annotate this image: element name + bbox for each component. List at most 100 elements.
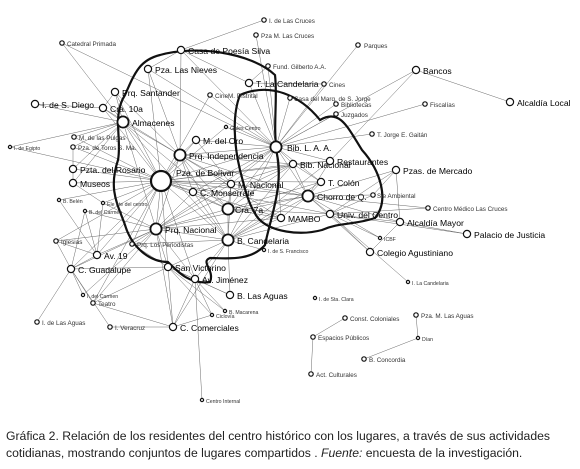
edge-n61-n66: [194, 278, 213, 316]
edge-n47-n49: [399, 221, 468, 235]
node-espacios-publicos: Espacios Públicos: [310, 334, 369, 342]
node-bib-nacional: Bib. Nacional: [288, 159, 351, 170]
edge-n58-n66: [167, 266, 213, 316]
edge-n23-n36: [195, 139, 232, 185]
node-marker: [422, 101, 428, 107]
node-icbf: ICBF: [377, 235, 396, 243]
edge-n01-n04: [180, 19, 265, 51]
node-b-concordia: B. Concordia: [361, 356, 406, 364]
node-marker: [333, 111, 339, 117]
node-const-coloniales: Const. Coloniales: [342, 315, 399, 323]
node-marker: [269, 140, 283, 154]
node-i-de-s-diego: I. de S. Diego: [30, 99, 94, 110]
edge-n35-n41: [72, 182, 104, 204]
node-marker: [377, 235, 383, 241]
edge-n24-n48: [155, 146, 277, 230]
node-label: Bib. Nacional: [300, 160, 351, 170]
edge-n24-n03: [61, 42, 277, 148]
node-label: I. de S. Diego: [42, 100, 94, 110]
edge-n32-n26: [9, 146, 162, 182]
edge-n72-n74: [363, 337, 419, 360]
edge-n54-n50: [55, 240, 98, 256]
edge-n37-n47: [307, 195, 401, 223]
node-marker: [92, 250, 102, 260]
edge-n28-n07: [147, 68, 181, 156]
edge-n24-n08: [248, 82, 277, 148]
node-marker: [413, 312, 419, 318]
edge-n44-n37: [227, 195, 309, 210]
edge-n52-n40: [192, 191, 229, 241]
node-label: I. del Carmen: [87, 294, 118, 300]
node-marker: [107, 324, 113, 330]
node-label: I. de Sta. Clara: [319, 297, 354, 303]
node-san-victorino: San Victorino: [163, 262, 226, 273]
node-label: B. Candelaria: [237, 236, 289, 246]
node-label: Act. Culturales: [316, 372, 357, 379]
node-label: Prq. Los Periodistas: [137, 242, 193, 249]
edge-n28-n40: [179, 154, 194, 193]
edge-n10-n24: [275, 69, 417, 148]
node-m-del-oro: M. del Oro: [191, 135, 243, 146]
node-c-guadalupe: C. Guadalupe: [66, 264, 131, 275]
edge-n48-n29: [155, 163, 294, 230]
node-marker: [370, 192, 376, 198]
node-marker: [221, 233, 235, 247]
edge-n57-n70: [70, 268, 111, 328]
node-t-la-candelaria: T. La Candelaria: [244, 78, 319, 89]
edge-n24-n37: [275, 146, 309, 197]
node-m-nacional: M. Nacional: [226, 179, 283, 190]
edge-n44-n46: [227, 208, 331, 215]
edge-n24-n25: [275, 133, 373, 148]
edge-n29-n33: [292, 163, 322, 183]
edge-n28-n16: [102, 107, 181, 156]
edge-n73-n75: [310, 336, 314, 375]
node-label: C. Comerciales: [180, 323, 239, 333]
edge-n20-n44: [122, 121, 229, 210]
node-marker: [223, 124, 229, 130]
node-label: Almacenes: [132, 118, 175, 128]
node-marker: [287, 95, 293, 101]
node-b-las-aguas: B. Las Aguas: [225, 290, 288, 301]
node-marker: [369, 131, 375, 137]
edge-n24-n09: [275, 83, 325, 148]
node-marker: [395, 217, 405, 227]
node-label: Centro Médico Las Cruces: [433, 206, 508, 213]
edge-n24-n28: [179, 146, 277, 156]
edge-n24-n12: [209, 94, 277, 148]
edge-n44-n29: [227, 163, 294, 210]
node-chorro-de-q: Chorro de Q.: [301, 189, 367, 203]
node-cra-10a: Cra. 10a: [98, 103, 143, 114]
node-b-candelaria: B. Candelaria: [221, 233, 289, 247]
edge-n48-n60: [82, 228, 157, 296]
edge-n20-n27: [72, 121, 124, 148]
edge-n57-n54: [70, 254, 98, 270]
edge-n24-n13: [275, 97, 291, 148]
node-marker: [129, 241, 135, 247]
node-marker: [411, 65, 421, 75]
edge-n48-n54: [96, 228, 157, 256]
node-gales-centro: Gales Centro: [223, 124, 261, 132]
edge-n46-n47: [329, 213, 401, 223]
node-act-culturales: Act. Culturales: [308, 371, 357, 379]
node-label: Catedral Primada: [67, 41, 116, 48]
edge-n32-n61: [160, 180, 196, 280]
node-i-del-carmen: I. del Carmen: [80, 292, 118, 300]
node-pza-de-toros-s-ma: Pza. de Toros S. Ma.: [70, 144, 137, 152]
edge-n48-n61: [155, 228, 196, 280]
edge-n24-n40: [192, 146, 277, 193]
node-av-jimenez: Av. Jiménez: [190, 274, 248, 285]
node-label: Museos: [80, 179, 110, 189]
node-marker: [244, 78, 254, 88]
node-marker: [221, 202, 235, 216]
node-marker: [355, 42, 361, 48]
node-i-de-las-aguas: I. de Las Aguas: [34, 319, 85, 327]
node-cines: Cines: [321, 81, 345, 89]
node-pza-m-las-cruces: Pza M. Las Cruces: [253, 32, 314, 40]
node-label: B. Las Aguas: [237, 291, 288, 301]
node-marker: [316, 177, 326, 187]
edge-n32-n30: [160, 160, 331, 182]
node-b-belen: B. Belén: [56, 197, 83, 205]
edge-n52-n63: [227, 239, 231, 296]
node-label: Parques: [364, 43, 387, 50]
